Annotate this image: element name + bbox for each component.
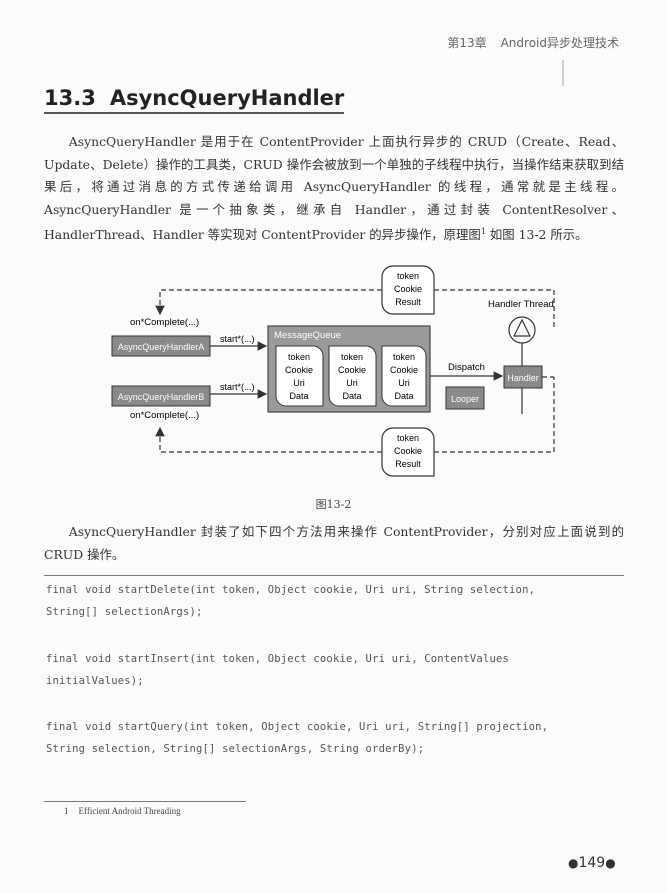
section-title: AsyncQueryHandler <box>109 86 345 110</box>
callback-line-bottom-right <box>434 377 555 453</box>
handler-thread-label: Handler Thread <box>488 299 554 310</box>
callback-arrow-bottom <box>155 426 382 453</box>
callback-arrow-top <box>155 289 382 316</box>
start-b-label: start*(...) <box>220 382 255 392</box>
result-top-line2: Cookie <box>394 284 422 294</box>
message-doc-3: token Cookie Uri Data <box>381 345 427 407</box>
result-top-line3: Result <box>395 297 421 307</box>
code-start-insert: final void startInsert(int token, Object… <box>46 653 510 687</box>
footnote-ref: 1 <box>480 227 486 236</box>
result-bottom-line1: token <box>397 433 419 443</box>
page-number-value: 149 <box>578 855 606 871</box>
chapter-title: Android异步处理技术 <box>500 36 619 50</box>
message-queue-label: MessageQueue <box>274 330 341 341</box>
architecture-diagram: token Cookie Result on*Complete(...) Asy… <box>108 262 568 484</box>
msg3-line4: Data <box>394 391 413 401</box>
intro-paragraph: AsyncQueryHandler 是用于在 ContentProvider 上… <box>44 131 624 247</box>
oncomplete-bottom-label: on*Complete(...) <box>130 410 199 421</box>
figure-caption: 图13-2 <box>315 498 352 511</box>
msg1-line2: Cookie <box>285 365 313 375</box>
msg2-line3: Uri <box>346 378 358 388</box>
intro-text: AsyncQueryHandler 是用于在 ContentProvider 上… <box>44 134 624 243</box>
chapter-label: 第13章 <box>447 36 487 50</box>
methods-paragraph: AsyncQueryHandler 封装了如下四个方法用来操作 ContentP… <box>44 524 624 562</box>
code-start-delete: final void startDelete(int token, Object… <box>46 584 536 618</box>
msg3-line2: Cookie <box>390 365 418 375</box>
result-top-line1: token <box>397 271 419 281</box>
footnote-number: 1 <box>64 806 69 816</box>
start-a-label: start*(...) <box>220 334 255 344</box>
handler-b-label: AsyncQueryHandlerB <box>118 392 205 402</box>
diagram-svg: token Cookie Result on*Complete(...) Asy… <box>111 265 555 477</box>
footnote-text: Efficient Android Threading <box>78 806 181 816</box>
intro-text-tail: 如图 13-2 所示。 <box>485 227 588 243</box>
msg2-line4: Data <box>342 391 361 401</box>
callback-line-top-right <box>434 289 555 328</box>
handler-label: Handler <box>507 373 539 383</box>
margin-bar <box>562 60 564 86</box>
handler-b-box <box>111 385 211 407</box>
footnote-rule <box>44 801 246 802</box>
result-doc-bottom: token Cookie Result <box>381 427 435 477</box>
msg3-line3: Uri <box>398 378 410 388</box>
result-bottom-line3: Result <box>395 459 421 469</box>
code-rule <box>44 575 624 576</box>
message-doc-1: token Cookie Uri Data <box>275 345 324 407</box>
footnote: 1 Efficient Android Threading <box>64 806 181 816</box>
result-bottom-line2: Cookie <box>394 446 422 456</box>
dispatch-label: Dispatch <box>448 362 485 373</box>
running-header: 第13章 Android异步处理技术 <box>447 34 619 51</box>
looper-box <box>445 386 485 410</box>
section-heading: 13.3 AsyncQueryHandler <box>44 86 345 114</box>
handler-a-label: AsyncQueryHandlerA <box>118 342 205 352</box>
section-number: 13.3 <box>44 86 96 110</box>
msg1-line3: Uri <box>293 378 305 388</box>
thread-icon <box>508 316 536 366</box>
result-doc-top: token Cookie Result <box>381 265 435 315</box>
message-doc-2: token Cookie Uri Data <box>328 345 377 407</box>
msg1-line4: Data <box>289 391 308 401</box>
code-start-query: final void startQuery(int token, Object … <box>46 721 549 755</box>
page-dot-left-icon: ● <box>568 856 579 870</box>
msg2-line1: token <box>341 352 363 362</box>
page-dot-right-icon: ● <box>605 856 616 870</box>
page-number: ●149● <box>568 855 616 871</box>
msg3-line1: token <box>393 352 415 362</box>
looper-label: Looper <box>451 394 479 404</box>
oncomplete-top-label: on*Complete(...) <box>130 317 199 328</box>
msg1-line1: token <box>288 352 310 362</box>
msg2-line2: Cookie <box>338 365 366 375</box>
